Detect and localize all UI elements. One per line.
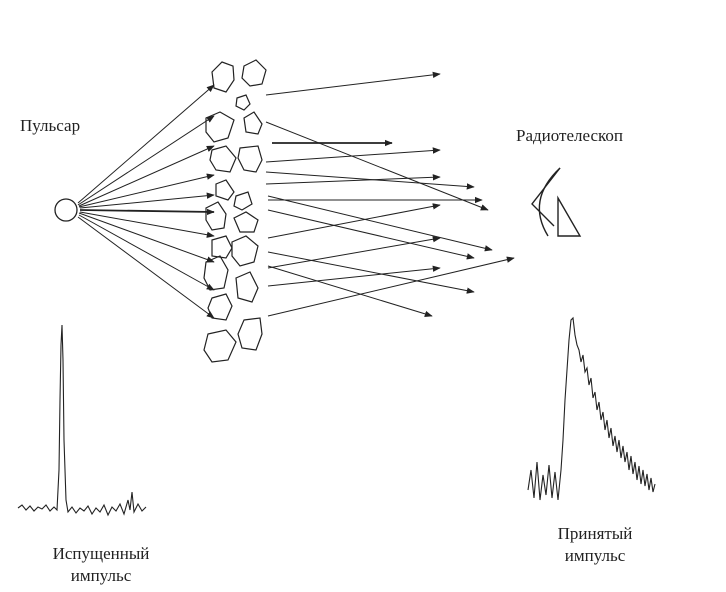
scattered-ray [268,268,440,286]
emitted-pulse-label-line1: Испущенный [26,544,176,564]
incoming-ray [79,215,214,290]
emitted-pulse-label-line2: импульс [26,566,176,586]
pulsar-label: Пульсар [20,116,80,136]
incoming-rays [78,85,214,318]
scatter-cell [244,112,262,134]
scatter-cell [234,212,258,232]
incoming-ray [80,210,214,212]
scatter-cell [212,62,234,92]
radiotelescope-icon [532,168,580,236]
scattered-ray [266,74,440,95]
scatter-cell [236,95,250,110]
dish-mount [558,198,580,236]
scatter-cell [236,272,258,302]
scattered-ray [268,196,492,250]
scatter-cell [212,236,232,258]
scatter-cell [208,294,232,320]
scattered-ray [268,266,432,316]
scatter-cell [204,256,228,290]
emitted-pulse-trace [18,325,146,515]
scatter-cell [206,112,234,142]
scattered-ray [268,210,474,258]
scatter-cell [238,318,262,350]
pulsar-circle [55,199,77,221]
scatter-cell [234,192,252,210]
scattered-rays [266,74,514,316]
received-pulse-label-line1: Принятый [520,524,670,544]
radiotelescope-label: Радиотелескоп [516,126,623,146]
dish-feed [532,168,560,226]
scattering-screen [204,60,266,362]
scatter-cell [238,146,262,172]
scattered-ray [268,205,440,238]
scattered-ray [268,252,474,292]
scatter-cell [216,180,234,200]
scattered-ray [268,258,514,316]
scatter-cell [242,60,266,86]
scatter-cell [206,202,226,230]
scattered-ray [266,122,488,210]
received-pulse-trace [528,318,655,500]
scattered-ray [268,238,440,268]
scatter-cell [232,236,258,266]
dish-arc [539,168,560,236]
incoming-ray [80,212,214,236]
incoming-ray [79,213,214,262]
scatter-cell [204,330,236,362]
incoming-ray [78,85,214,203]
scatter-cell [210,146,236,172]
scattered-ray [266,150,440,162]
incoming-ray [78,116,214,205]
received-pulse-label-line2: импульс [520,546,670,566]
